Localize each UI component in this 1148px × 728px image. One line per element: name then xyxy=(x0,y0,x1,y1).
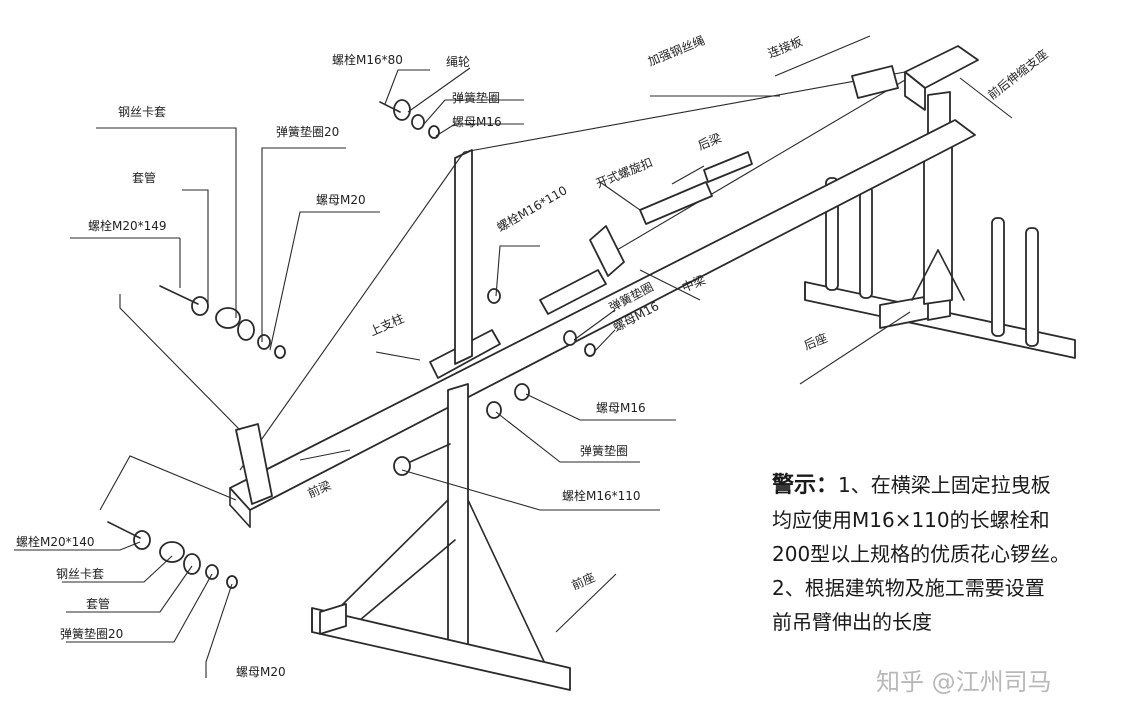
label-rear-base: 后座 xyxy=(802,330,830,353)
watermark: 知乎 @江州司马 xyxy=(876,668,1052,696)
connecting-plates xyxy=(235,65,899,505)
label-spring-washer-lower: 弹簧垫圈 xyxy=(580,443,628,458)
turnbuckle xyxy=(639,151,753,225)
label-cable-clamp-bottom: 钢丝卡套 xyxy=(56,567,104,581)
label-spring-washer20-bottom: 弹簧垫圈20 xyxy=(60,626,123,641)
label-nut-m16-top: 螺母M16 xyxy=(452,115,502,129)
warning-line2: 均应使用M16×110的长螺栓和 xyxy=(772,508,1050,532)
warning-line3: 200型以上规格的优质花心锣丝。 xyxy=(772,542,1071,566)
cables xyxy=(239,71,906,471)
label-nut-m16-lower: 螺母M16 xyxy=(596,401,646,415)
label-connect-plate: 连接板 xyxy=(766,33,805,60)
warning-line4: 2、根据建筑物及施工需要设置 xyxy=(772,576,1045,600)
warning-head: 警示： xyxy=(772,473,839,498)
upper-post xyxy=(454,149,473,365)
label-bolt-m16x80: 螺栓M16*80 xyxy=(332,52,403,67)
warning-line1: 1、在横梁上固定拉曳板 xyxy=(838,473,1051,497)
label-bolt-m16x110-mid: 螺栓M16*110 xyxy=(494,182,570,234)
label-bolt-m20x140-bottom: 螺栓M20*140 xyxy=(16,534,95,549)
label-front-base: 前座 xyxy=(569,569,597,592)
label-upper-post: 上支柱 xyxy=(367,310,406,338)
label-bolt-m20x149-top: 螺栓M20*149 xyxy=(88,218,167,233)
front-base xyxy=(311,383,571,691)
label-sleeve-top: 套管 xyxy=(132,170,156,185)
label-spring-washer-top: 弹簧垫圈 xyxy=(452,90,500,105)
label-sleeve-bottom: 套管 xyxy=(86,596,110,611)
hardware-parts xyxy=(107,99,596,589)
label-beam-top: 后梁 xyxy=(696,130,724,153)
label-reinforce-cable: 加强钢丝绳 xyxy=(646,33,707,68)
leader-lines xyxy=(14,35,1013,678)
warning-line5: 前吊臂伸出的长度 xyxy=(772,610,932,634)
label-nut-m20-bottom: 螺母M20 xyxy=(236,665,286,679)
label-cable-clamp-top: 钢丝卡套 xyxy=(118,105,166,119)
label-nut-m20-top: 螺母M20 xyxy=(316,193,366,207)
label-turnbuckle: 开式螺旋扣 xyxy=(594,155,655,190)
label-pulley: 绳轮 xyxy=(446,55,470,69)
warning-notes: 警示：1、在横梁上固定拉曳板 均应使用M16×110的长螺栓和 200型以上规格… xyxy=(772,468,1142,639)
label-bolt-m16x110-lower: 螺栓M16*110 xyxy=(562,488,641,503)
label-spring-washer20-top: 弹簧垫圈20 xyxy=(276,124,339,139)
warning-line1-row: 警示：1、在横梁上固定拉曳板 xyxy=(772,468,1142,503)
label-front-beam: 前梁 xyxy=(305,477,333,500)
label-rear-telescopic: 前后伸缩支座 xyxy=(985,46,1051,102)
